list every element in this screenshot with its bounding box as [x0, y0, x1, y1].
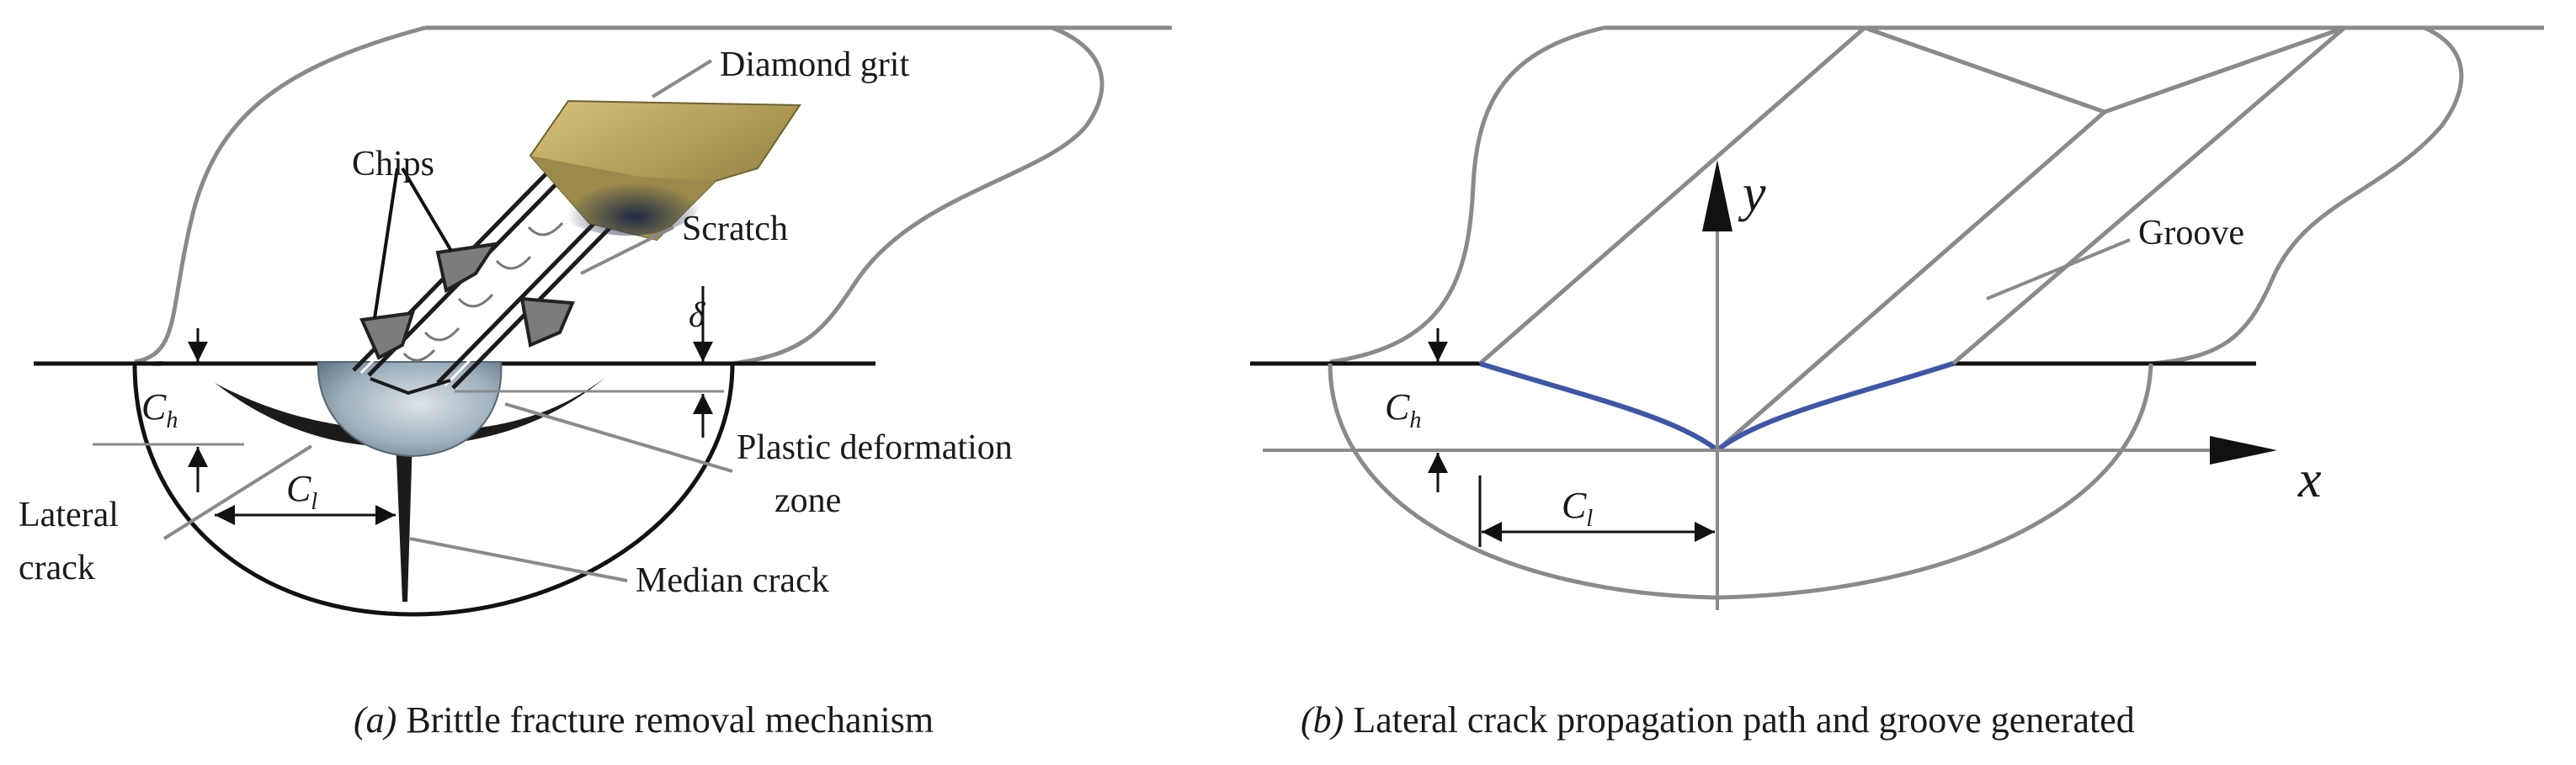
cl-dimension-b: [1478, 475, 1715, 547]
delta-dimension: [455, 286, 724, 438]
label-lateral-line1: Lateral: [19, 496, 119, 534]
groove-leader: [1986, 238, 2131, 300]
median-crack-shape: [396, 438, 412, 602]
label-chips: Chips: [352, 145, 434, 183]
label-lateral-line2: crack: [19, 549, 95, 587]
chips: [359, 242, 575, 360]
label-x-axis: x: [2297, 451, 2322, 508]
caption-a: (a) Brittle fracture removal mechanism: [354, 699, 934, 741]
label-scratch: Scratch: [682, 210, 788, 248]
lateral-crack-shape: [215, 377, 606, 447]
chip-3: [519, 296, 575, 348]
label-delta: δ: [689, 296, 706, 335]
label-cl-b: Cl: [1562, 485, 1593, 532]
label-diamond-grit: Diamond grit: [720, 45, 909, 84]
chip-2: [359, 311, 415, 360]
label-median-crack: Median crack: [636, 561, 829, 600]
leader-lines-a: [162, 59, 733, 582]
crack-boundary: [132, 363, 735, 617]
label-y-axis: y: [1738, 165, 1766, 222]
chips-leaders: [373, 167, 453, 319]
label-groove: Groove: [2138, 214, 2244, 252]
x-axis-arrow: [2210, 436, 2277, 465]
label-plastic-deformation-line2: zone: [774, 481, 841, 520]
workpiece-left-outline-b: [1329, 25, 1605, 364]
chip-1: [435, 242, 499, 294]
workpiece-right-outline-b: [2150, 25, 2464, 366]
workpiece-left-outline: [134, 25, 426, 366]
label-plastic-deformation-line1: Plastic deformation: [737, 428, 1013, 467]
caption-b: (b) Lateral crack propagation path and g…: [1301, 699, 2135, 741]
label-cl-a: Cl: [286, 468, 317, 515]
panel-a: Diamond grit Chips Scratch δ Plastic def…: [19, 25, 1172, 741]
scratch-curls: [402, 221, 564, 362]
ch-dimension-a: [93, 328, 244, 492]
scratch-tip: [370, 377, 451, 396]
diamond-grit: [529, 99, 801, 242]
y-axis-arrow: [1702, 160, 1732, 231]
crack-boundary-b: [1328, 363, 2153, 600]
panel-b: Groove y x Ch Cl (b) Lateral crack propa…: [1250, 25, 2544, 741]
label-ch-a: Ch: [141, 386, 178, 433]
groove-lines: [1478, 25, 2346, 452]
label-ch-b: Ch: [1385, 386, 1421, 433]
workpiece-right-outline: [732, 25, 1104, 366]
